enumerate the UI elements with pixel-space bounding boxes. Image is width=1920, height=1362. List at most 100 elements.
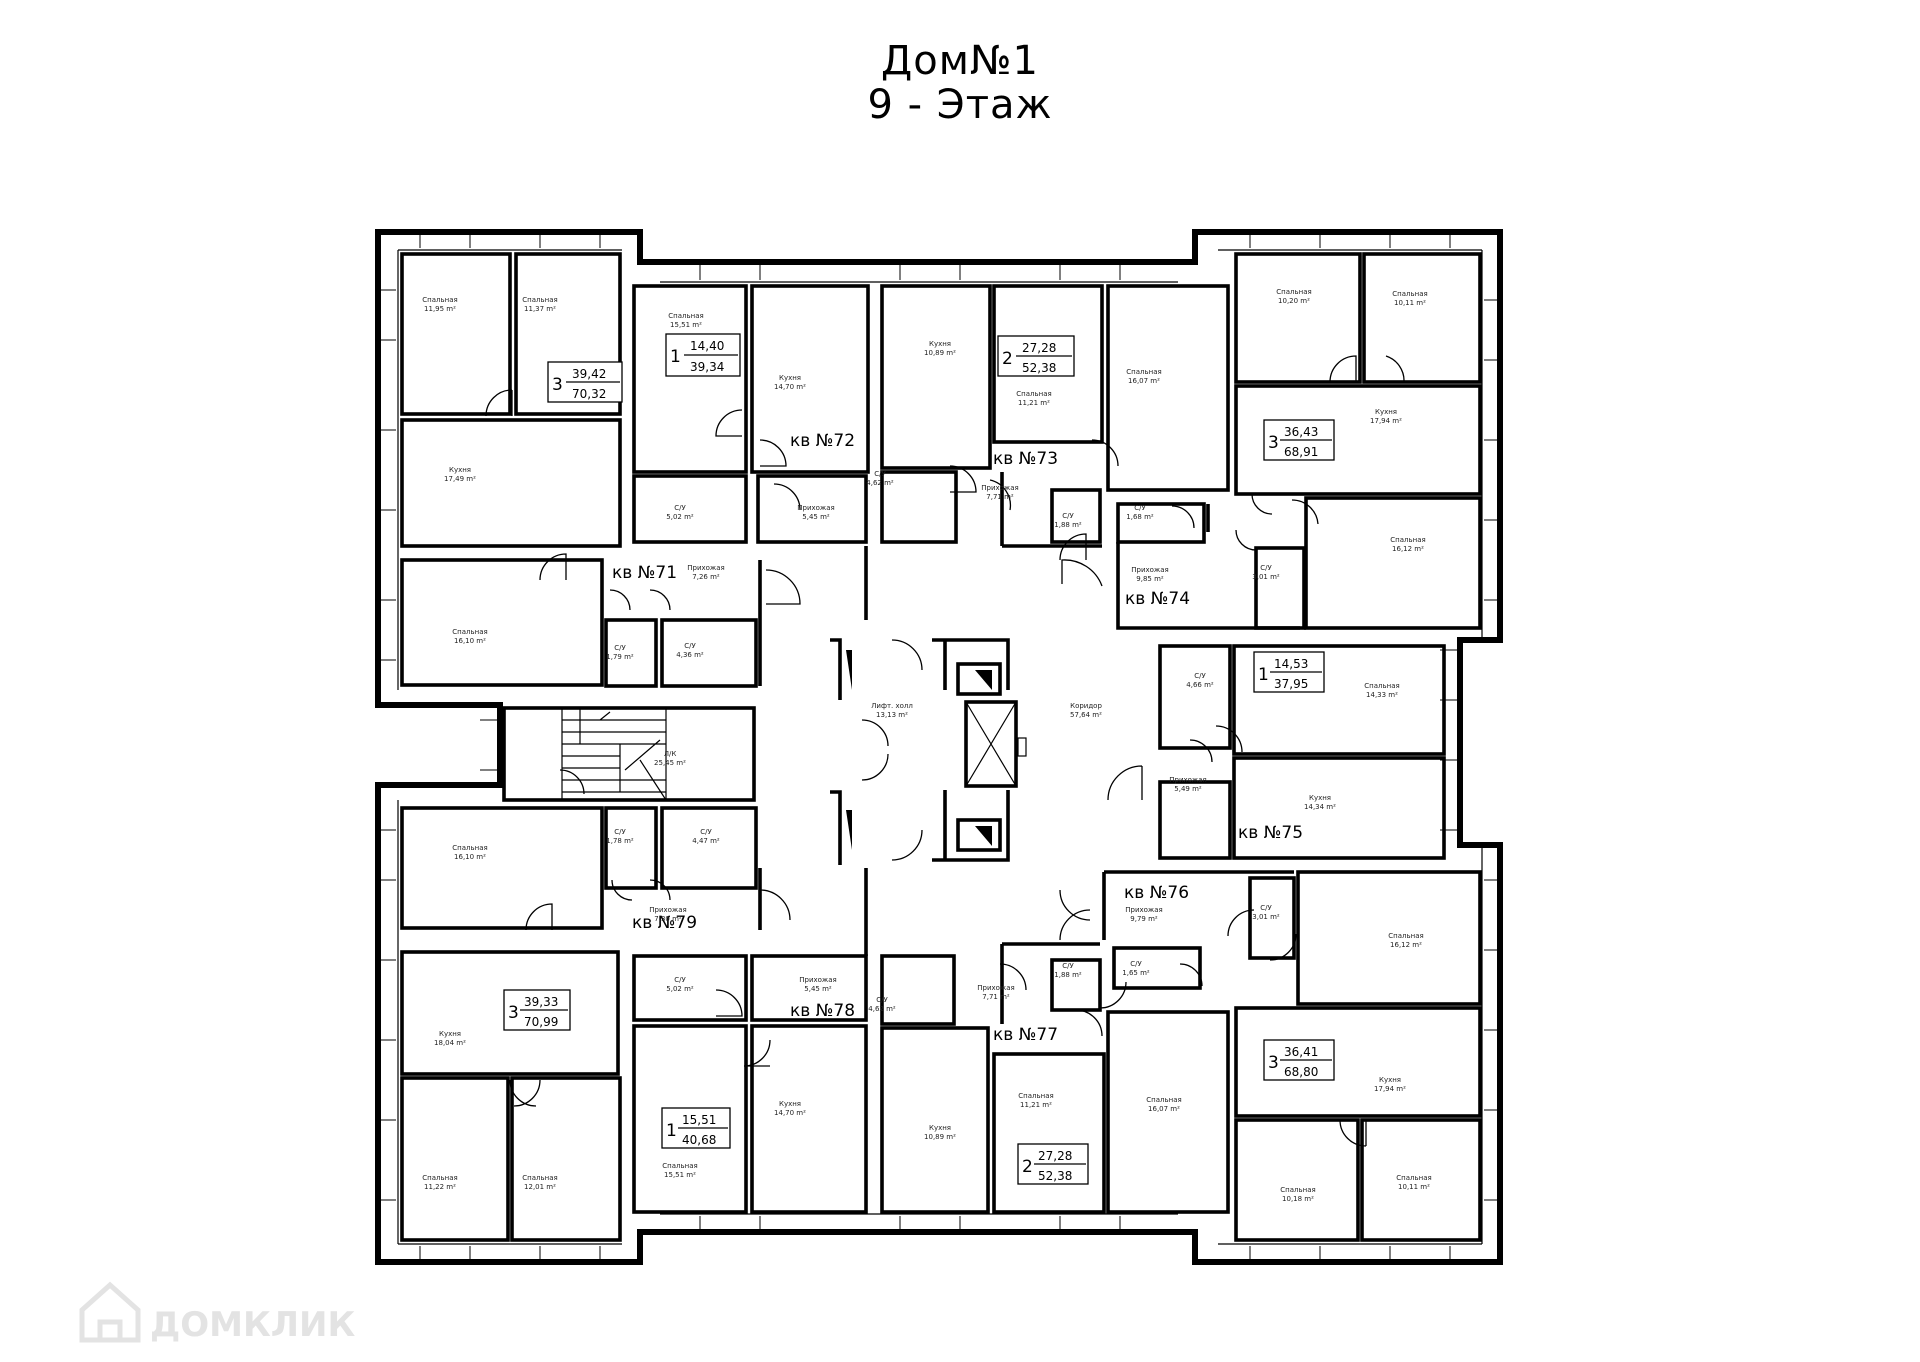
room-name: С/У — [1194, 672, 1206, 680]
room-name: Прихожая — [687, 564, 725, 572]
room-area: 15,51 m² — [670, 321, 702, 329]
svg-text:1: 1 — [1258, 665, 1269, 685]
room-name: Спальная — [1016, 390, 1051, 398]
room-area: 4,62 m² — [868, 1005, 896, 1013]
apartment-label: кв №78 — [790, 1001, 855, 1021]
room-area: 17,94 m² — [1374, 1085, 1406, 1093]
svg-text:27,28: 27,28 — [1022, 341, 1056, 355]
apartment-label: кв №72 — [790, 431, 855, 451]
area-badge: 3 36,41 68,80 — [1263, 1039, 1335, 1081]
room-area: 25,45 m² — [654, 759, 686, 767]
room-name: Кухня — [1379, 1076, 1401, 1084]
room-area: 5,02 m² — [666, 513, 694, 521]
room-area: 7,71 m² — [982, 993, 1010, 1001]
svg-text:1: 1 — [670, 347, 681, 367]
windows — [380, 234, 1498, 1260]
svg-text:52,38: 52,38 — [1038, 1169, 1072, 1183]
room-name: Спальная — [522, 296, 557, 304]
room-area: 1,79 m² — [606, 653, 634, 661]
room-area: 5,45 m² — [802, 513, 830, 521]
room-area: 18,04 m² — [434, 1039, 466, 1047]
room-name: Спальная — [1146, 1096, 1181, 1104]
room-name: Спальная — [1364, 682, 1399, 690]
room-name: Прихожая — [1169, 776, 1207, 784]
room-area: 3,01 m² — [1252, 913, 1280, 921]
house-logo-icon — [79, 1281, 141, 1343]
room-area: 7,26 m² — [692, 573, 720, 581]
room-name: С/У — [674, 976, 686, 984]
floor-plan-title: Дом№1 — [881, 38, 1039, 84]
room-name: Спальная — [1280, 1186, 1315, 1194]
room-area: 4,36 m² — [676, 651, 704, 659]
room-area: 14,70 m² — [774, 383, 806, 391]
apartment-label: кв №71 — [612, 563, 677, 583]
core-walls — [502, 638, 1027, 865]
room-name: Прихожая — [981, 484, 1019, 492]
svg-text:36,43: 36,43 — [1284, 425, 1318, 439]
room-area: 57,64 m² — [1070, 711, 1102, 719]
room-area: 16,07 m² — [1128, 377, 1160, 385]
room-name: С/У — [684, 642, 696, 650]
room-area: 5,02 m² — [666, 985, 694, 993]
area-badge: 2 27,28 52,38 — [997, 335, 1075, 377]
room-area: 12,01 m² — [524, 1183, 556, 1191]
room-area: 7,30 m² — [654, 915, 682, 923]
room-name: Спальная — [1276, 288, 1311, 296]
room-name: Спальная — [422, 296, 457, 304]
room-area: 11,37 m² — [524, 305, 556, 313]
room-area: 11,21 m² — [1018, 399, 1050, 407]
svg-text:40,68: 40,68 — [682, 1133, 716, 1147]
room-name: Прихожая — [799, 976, 837, 984]
room-area: 17,94 m² — [1370, 417, 1402, 425]
room-area: 16,10 m² — [454, 853, 486, 861]
apartment-label: кв №77 — [993, 1025, 1058, 1045]
svg-text:3: 3 — [508, 1003, 519, 1023]
svg-text:3: 3 — [552, 375, 563, 395]
room-area: 7,71 m² — [986, 493, 1014, 501]
svg-text:68,80: 68,80 — [1284, 1065, 1318, 1079]
room-area: 15,51 m² — [664, 1171, 696, 1179]
room-name: Кухня — [779, 374, 801, 382]
svg-text:70,32: 70,32 — [572, 387, 606, 401]
apartment-label: кв №75 — [1238, 823, 1303, 843]
room-name: Кухня — [929, 340, 951, 348]
area-badge: 1 14,53 37,95 — [1253, 651, 1325, 693]
room-area: 14,33 m² — [1366, 691, 1398, 699]
room-name: С/У — [1260, 904, 1272, 912]
svg-text:68,91: 68,91 — [1284, 445, 1318, 459]
room-name: Спальная — [1396, 1174, 1431, 1182]
svg-text:37,95: 37,95 — [1274, 677, 1308, 691]
walls-top-middle — [880, 284, 1230, 548]
svg-text:2: 2 — [1022, 1157, 1033, 1177]
room-area: 9,79 m² — [1130, 915, 1158, 923]
room-name: Кухня — [779, 1100, 801, 1108]
room-area: 10,11 m² — [1394, 299, 1426, 307]
room-name: Спальная — [1388, 932, 1423, 940]
svg-text:70,99: 70,99 — [524, 1015, 558, 1029]
room-name: Прихожая — [1125, 906, 1163, 914]
svg-text:39,34: 39,34 — [690, 360, 724, 374]
room-name: Спальная — [1126, 368, 1161, 376]
room-name: Спальная — [452, 628, 487, 636]
area-badge: 3 39,33 70,99 — [503, 989, 571, 1031]
room-name: С/У — [1062, 512, 1074, 520]
room-area: 10,18 m² — [1282, 1195, 1314, 1203]
room-name: Прихожая — [797, 504, 835, 512]
apartment-labels: кв №71 кв №72 кв №73 кв №74 кв №75 кв №7… — [612, 431, 1303, 1045]
room-area: 16,07 m² — [1148, 1105, 1180, 1113]
room-name: Спальная — [452, 844, 487, 852]
svg-text:36,41: 36,41 — [1284, 1045, 1318, 1059]
room-area: 4,66 m² — [1186, 681, 1214, 689]
room-area: 16,12 m² — [1390, 941, 1422, 949]
watermark: ДОМКЛИК — [79, 1281, 356, 1345]
room-name: Спальная — [522, 1174, 557, 1182]
svg-text:1: 1 — [666, 1121, 677, 1141]
area-badge: 2 27,28 52,38 — [1017, 1143, 1089, 1185]
walls-bottom-right — [1102, 870, 1482, 1242]
room-area: 1,68 m² — [1126, 513, 1154, 521]
svg-text:3: 3 — [1268, 433, 1279, 453]
room-name: Спальная — [422, 1174, 457, 1182]
area-badge: 3 36,43 68,91 — [1263, 419, 1335, 461]
